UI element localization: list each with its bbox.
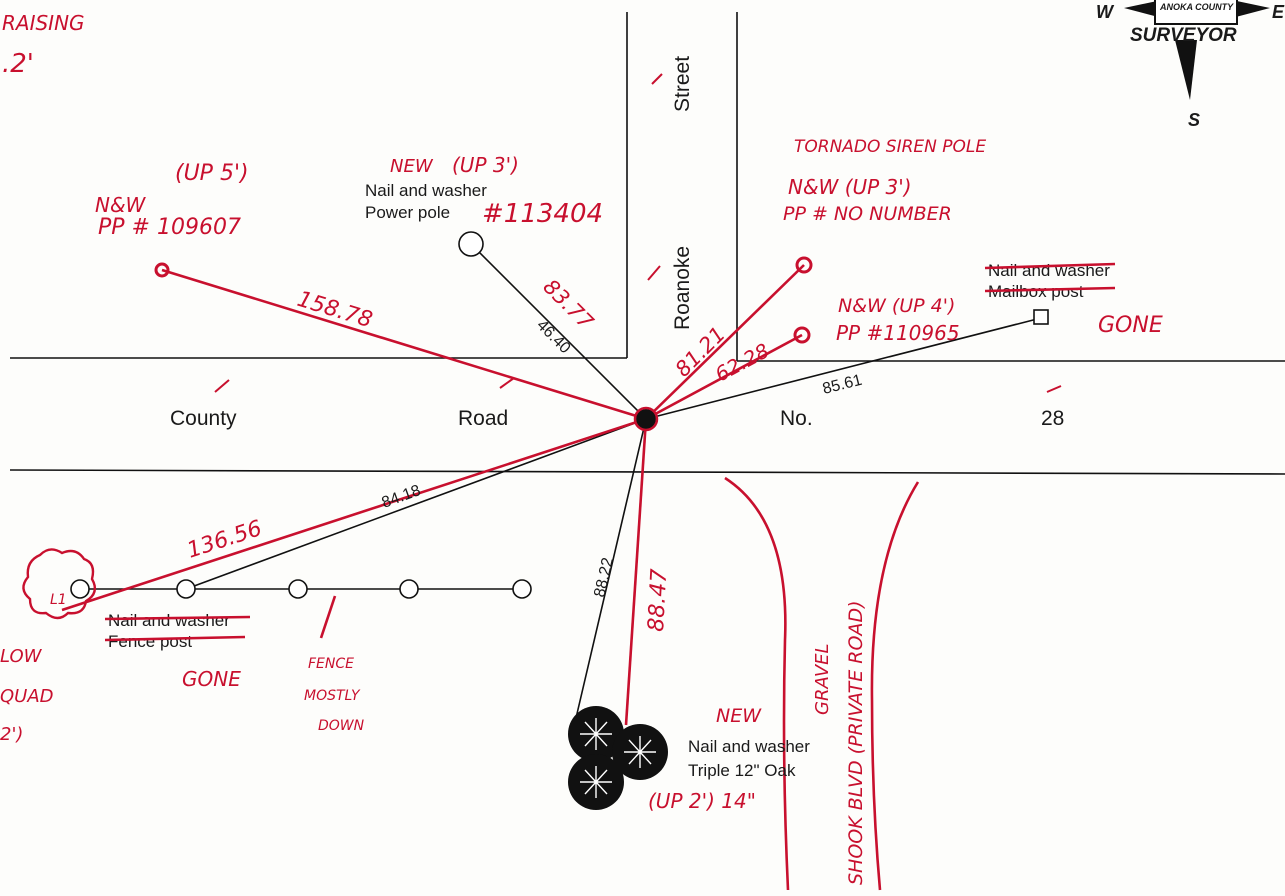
dist-fence-old: 84.18 <box>380 482 424 512</box>
pp109607-number: PP # 109607 <box>98 215 241 240</box>
dist-oak-old: 88.22 <box>591 556 617 599</box>
left-note-3: 2') <box>0 724 23 745</box>
pp109607-nw: N&W <box>95 193 147 217</box>
road-name-no: No. <box>780 407 813 430</box>
left-note-2: QUAD <box>0 686 54 707</box>
oak-label-2: Triple 12" Oak <box>688 761 796 780</box>
fence-post-1 <box>70 579 90 599</box>
oak-new: NEW <box>716 705 762 727</box>
pp109607-up: (UP 5') <box>175 161 249 186</box>
fence-strike-2 <box>104 635 246 642</box>
control-point-ring <box>633 406 659 432</box>
control-point <box>636 409 656 429</box>
compass-south: S <box>1188 110 1200 130</box>
pp110965-number: PP #110965 <box>836 321 960 345</box>
tie-siren <box>645 264 805 420</box>
street-name-roanoke: Roanoke <box>671 246 694 330</box>
shook-blvd-west-edge <box>724 476 790 891</box>
tie-pp110965 <box>645 333 803 421</box>
pp110965-nw: N&W (UP 4') <box>838 295 955 317</box>
tie-oak-new <box>624 418 648 726</box>
fence-note-1: FENCE <box>308 656 354 672</box>
fence-note-3: DOWN <box>318 718 365 734</box>
compass-west: W <box>1096 2 1115 22</box>
tie-mailbox <box>645 317 1042 420</box>
fence-post-3 <box>288 579 308 599</box>
dist-mailbox: 85.61 <box>821 372 864 398</box>
pp113404-label-2: Power pole <box>365 203 450 222</box>
oak-label-1: Nail and washer <box>688 737 810 756</box>
siren-nw: N&W (UP 3') <box>788 175 912 199</box>
tree-symbol <box>22 548 97 620</box>
raising-amount: .2' <box>2 49 34 79</box>
tie-oak-old <box>575 418 647 719</box>
fence-label-2: Fence post <box>108 632 192 651</box>
fence-strike-1 <box>104 615 251 621</box>
county-road-south-edge <box>9 469 1285 475</box>
shook-blvd-east-edge <box>870 481 920 891</box>
mailbox-gone: GONE <box>1098 313 1163 338</box>
mailbox-label-2: Mailbox post <box>988 282 1084 301</box>
mailbox-strike-2 <box>984 286 1116 293</box>
siren-title: TORNADO SIREN POLE <box>794 137 986 157</box>
fence-post-2 <box>176 579 196 599</box>
tree-label: L1 <box>50 592 67 608</box>
road-name-road: Road <box>458 407 508 430</box>
gravel-label: GRAVEL <box>812 643 833 715</box>
mailbox-post <box>1033 309 1049 325</box>
power-pole-110965 <box>793 326 811 344</box>
pp113404-label-1: Nail and washer <box>365 181 487 200</box>
road-name-county: County <box>170 407 237 430</box>
mailbox-strike-1 <box>984 262 1116 270</box>
siren-number: PP # NO NUMBER <box>783 203 952 225</box>
check-marks <box>214 73 1062 393</box>
tie-fence-new <box>61 417 647 612</box>
fence-note-2: MOSTLY <box>304 688 361 704</box>
fence-leader <box>319 595 337 639</box>
power-pole-113404 <box>458 231 484 257</box>
street-name-street: Street <box>671 56 694 112</box>
compass-rose <box>1124 0 1270 100</box>
fence-post-5 <box>512 579 532 599</box>
fence-gone: GONE <box>182 667 241 691</box>
tie-pp109607 <box>161 268 647 421</box>
road-name-28: 28 <box>1041 407 1064 430</box>
pp113404-number: #113404 <box>482 199 603 229</box>
dist-oak-new: 88.47 <box>644 568 672 632</box>
oak-up: (UP 2') 14" <box>648 789 756 813</box>
raising-note: RAISING <box>2 11 85 35</box>
left-note-1: LOW <box>0 646 43 667</box>
compass-surveyor: SURVEYOR <box>1130 25 1237 46</box>
dist-pp113404-old: 46.40 <box>533 317 573 357</box>
fence-post-4 <box>399 579 419 599</box>
compass-county: ANOKA COUNTY <box>1159 2 1234 12</box>
street-name-shook: SHOOK BLVD (PRIVATE ROAD) <box>845 600 867 885</box>
dist-pp109607: 158.78 <box>294 287 375 333</box>
compass-east: E <box>1272 2 1285 22</box>
fence-label-1: Nail and washer <box>108 611 230 630</box>
siren-pole <box>795 256 813 274</box>
pp113404-up: (UP 3') <box>452 153 519 177</box>
power-pole-109607 <box>154 262 170 278</box>
tie-pp113404-old <box>470 243 647 420</box>
tie-fence-old <box>185 418 647 590</box>
pp113404-new: NEW <box>390 156 434 177</box>
oak-detail <box>580 718 656 798</box>
